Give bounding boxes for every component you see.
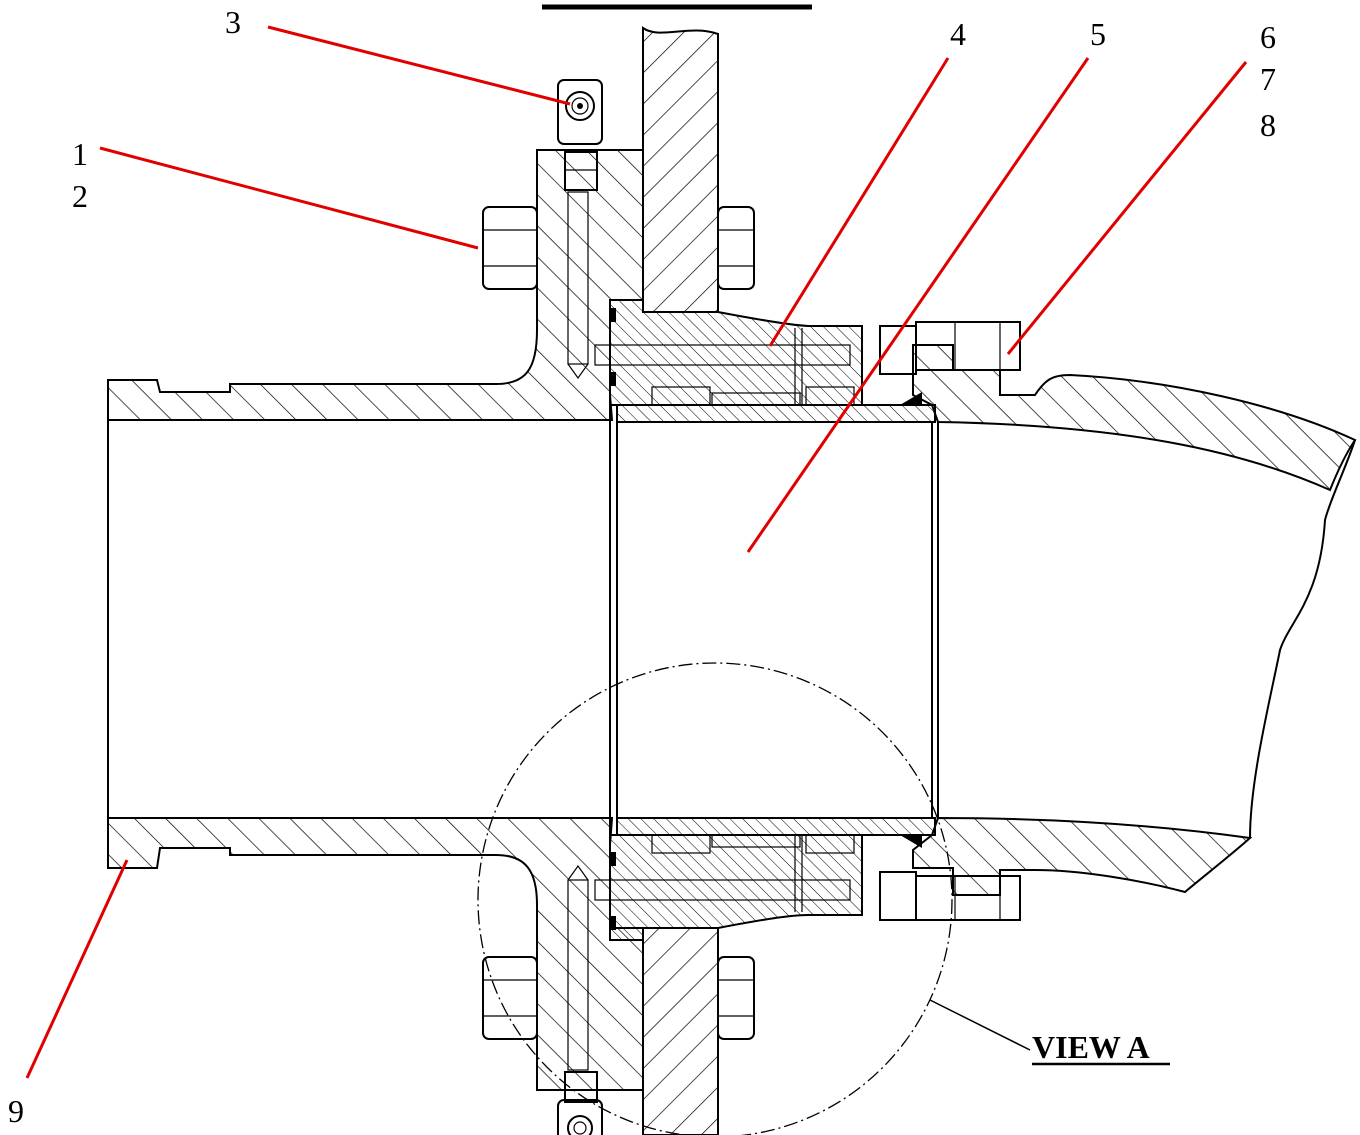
callout-7: 7 [1260, 61, 1276, 97]
flange-upper [107, 149, 644, 421]
leader-9 [25, 859, 129, 1079]
view-a-detail-circle [477, 662, 953, 1135]
hex-nut-lower-right [717, 956, 755, 1040]
callout-1: 1 [72, 136, 88, 172]
callout-4: 4 [950, 16, 966, 52]
seal-housing-lower [594, 834, 863, 941]
leader-1-2 [99, 146, 479, 250]
leader-4 [768, 57, 950, 347]
inner-sleeve [609, 392, 939, 848]
grease-fitting-bottom [557, 1099, 603, 1135]
leader-5 [746, 57, 1090, 553]
hex-nut-lower-left [482, 956, 538, 1040]
grease-fitting-top [557, 79, 603, 145]
view-a-leader [929, 999, 1031, 1051]
view-a-label: VIEW A [1032, 1029, 1150, 1065]
leader-6-7-8 [1006, 61, 1248, 355]
callout-2: 2 [72, 178, 88, 214]
seal-housing-upper [594, 299, 863, 406]
hex-nut-upper-right [717, 206, 755, 290]
flange-lower [107, 817, 644, 1103]
curved-pipe [879, 321, 1357, 921]
callout-6: 6 [1260, 19, 1276, 55]
bulkhead-wall [642, 26, 719, 1135]
leader-3 [267, 25, 571, 106]
callout-3: 3 [225, 4, 241, 40]
hex-nut-upper-left [482, 206, 538, 290]
callout-8: 8 [1260, 107, 1276, 143]
callout-5: 5 [1090, 16, 1106, 52]
callout-9: 9 [8, 1093, 24, 1129]
